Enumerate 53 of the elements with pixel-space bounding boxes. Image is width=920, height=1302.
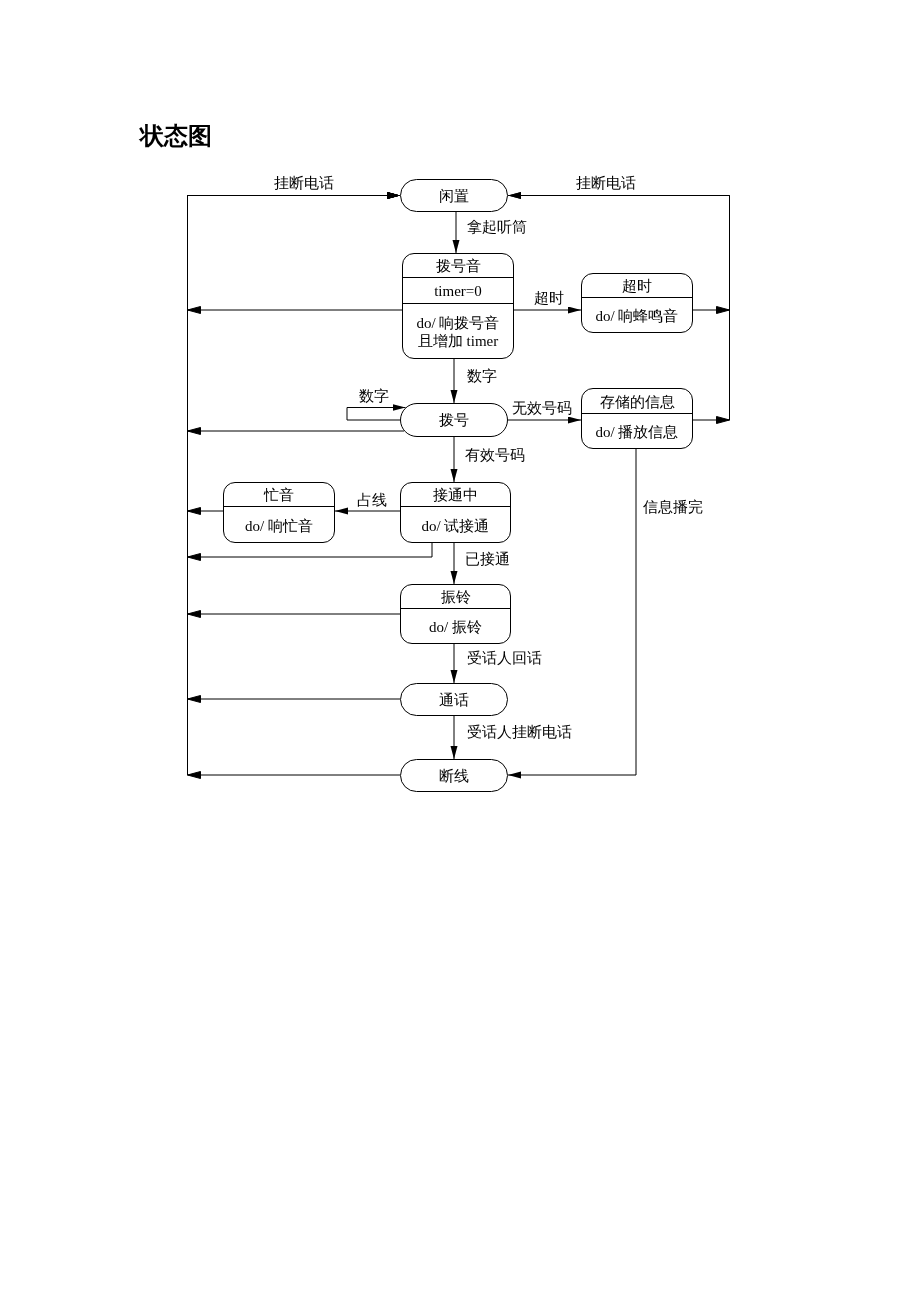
arrow — [450, 358, 458, 404]
edge-label: 超时 — [533, 289, 565, 307]
edge-label: 占线 — [356, 491, 388, 509]
state-box — [400, 584, 511, 644]
edge-label: 已接通 — [464, 550, 511, 568]
edge-label: 拿起听筒 — [466, 218, 528, 236]
state-name: 存储的信息 — [599, 392, 675, 411]
edge-label: 挂断电话 — [273, 174, 335, 192]
edge-label: 受话人挂断电话 — [466, 723, 573, 741]
state-name: 接通中 — [433, 486, 478, 504]
state-box — [402, 253, 514, 359]
state-name: 振铃 — [440, 588, 471, 606]
state-box — [581, 273, 693, 333]
title: 状态图 — [140, 121, 212, 151]
arrow — [507, 192, 730, 424]
state-name: 通话 — [439, 690, 469, 709]
edge-label: 受话人回话 — [466, 649, 543, 667]
state-box — [400, 179, 508, 212]
state-name: 超时 — [622, 277, 652, 295]
edge-label: 挂断电话 — [575, 174, 637, 192]
arrow — [452, 211, 460, 254]
edge-label: 无效号码 — [511, 399, 573, 417]
state-box — [581, 388, 693, 449]
action-text: do/ 响忙音 — [245, 516, 313, 535]
arrow — [507, 416, 582, 424]
state-name: 拨号 — [439, 411, 469, 429]
arrow — [513, 306, 582, 314]
state-name: 断线 — [439, 766, 469, 785]
action-text: do/ 振铃 — [429, 618, 482, 636]
state-box — [400, 759, 508, 792]
edge-label: 数字 — [358, 387, 390, 405]
state-name: 闲置 — [439, 186, 469, 205]
arrow — [450, 436, 458, 483]
arrow — [450, 542, 458, 585]
arrow — [346, 404, 406, 421]
action-text: do/ 响蜂鸣音 — [595, 307, 679, 325]
action-text: do/ 响拨号音且增加 timer — [415, 314, 501, 350]
state-name: 忙音 — [264, 486, 294, 504]
edge-label: 数字 — [466, 367, 498, 385]
action-text: timer=0 — [434, 282, 482, 300]
arrow — [507, 448, 637, 779]
state-box — [223, 482, 335, 543]
arrow — [334, 507, 401, 515]
state-name: 拨号音 — [435, 257, 481, 275]
state-box — [400, 403, 508, 437]
arrow — [450, 715, 458, 760]
edge-label: 信息播完 — [642, 498, 704, 516]
state-box — [400, 683, 508, 716]
arrow — [450, 643, 458, 684]
action-text: do/ 播放信息 — [595, 423, 679, 441]
state-box — [400, 482, 511, 543]
edge-label: 有效号码 — [464, 446, 526, 464]
action-text: do/ 试接通 — [421, 516, 490, 535]
